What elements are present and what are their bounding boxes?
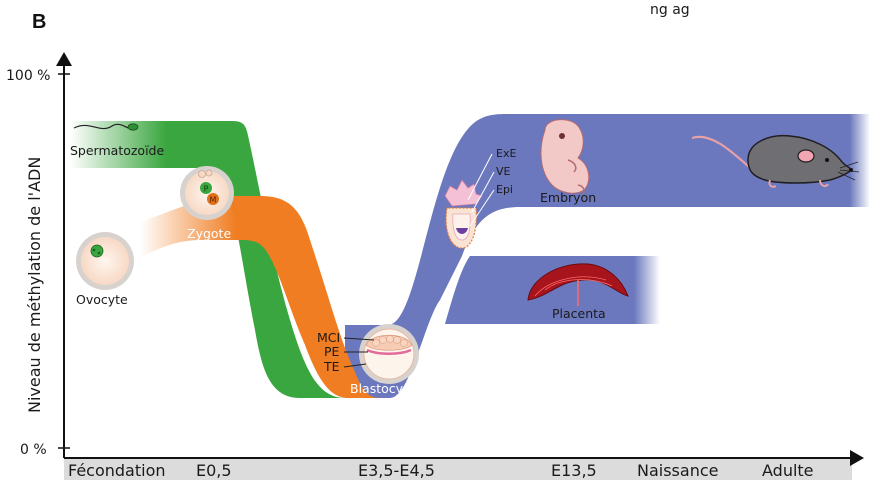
label-placenta: Placenta	[552, 306, 606, 321]
label-pe: PE	[324, 344, 340, 359]
label-ovocyte: Ovocyte	[76, 292, 128, 307]
x-stage-adulte: Adulte	[762, 461, 814, 480]
maternal-methylation-band	[140, 196, 380, 398]
mouse-illustration	[691, 134, 860, 188]
label-ve: VE	[496, 165, 511, 178]
x-stage-naissance: Naissance	[637, 461, 718, 480]
label-exe: ExE	[496, 147, 516, 160]
epi-pointer	[469, 189, 495, 227]
embryo-illustration	[540, 119, 590, 195]
x-axis-band	[64, 458, 852, 480]
label-embryon: Embryon	[540, 190, 596, 205]
x-stage-e05: E0,5	[196, 461, 232, 480]
y-tick-0-label: 0 %	[20, 442, 47, 458]
exe-pointer	[467, 153, 493, 201]
placenta-illustration	[527, 263, 629, 306]
x-stage-fecondation: Fécondation	[68, 461, 166, 480]
label-blastocyste: Blastocyste	[350, 381, 422, 396]
embryo-methylation-band	[345, 113, 740, 398]
ve-pointer	[471, 171, 495, 213]
label-zygote: Zygote	[187, 226, 231, 241]
x-axis-arrow	[850, 450, 864, 466]
zygote-m-label: M	[210, 196, 217, 205]
y-tick-100-label: 100 %	[6, 68, 50, 84]
zygote-p-label: P	[204, 185, 209, 194]
label-spermatozoide: Spermatozoïde	[70, 143, 164, 158]
ovocyte-illustration	[76, 232, 134, 290]
label-mci: MCI	[317, 330, 340, 345]
zygote-illustration: P M	[180, 166, 234, 220]
egg-cylinder-illustration	[444, 179, 483, 249]
top-caption: ng ag	[650, 2, 690, 18]
x-stage-e35-e45: E3,5-E4,5	[358, 461, 435, 480]
te-pointer	[343, 363, 367, 368]
blastocyst-illustration	[359, 324, 419, 384]
label-epi: Epi	[496, 183, 513, 196]
y-axis-arrow	[56, 52, 72, 66]
label-te: TE	[323, 359, 340, 374]
y-axis-label: Niveau de méthylation de l'ADN	[25, 157, 44, 413]
spermatozoid-illustration	[73, 123, 139, 131]
x-stage-e135: E13,5	[551, 461, 597, 480]
panel-letter: B	[32, 11, 46, 33]
mci-pointer	[343, 337, 375, 341]
paternal-methylation-band	[70, 121, 345, 398]
